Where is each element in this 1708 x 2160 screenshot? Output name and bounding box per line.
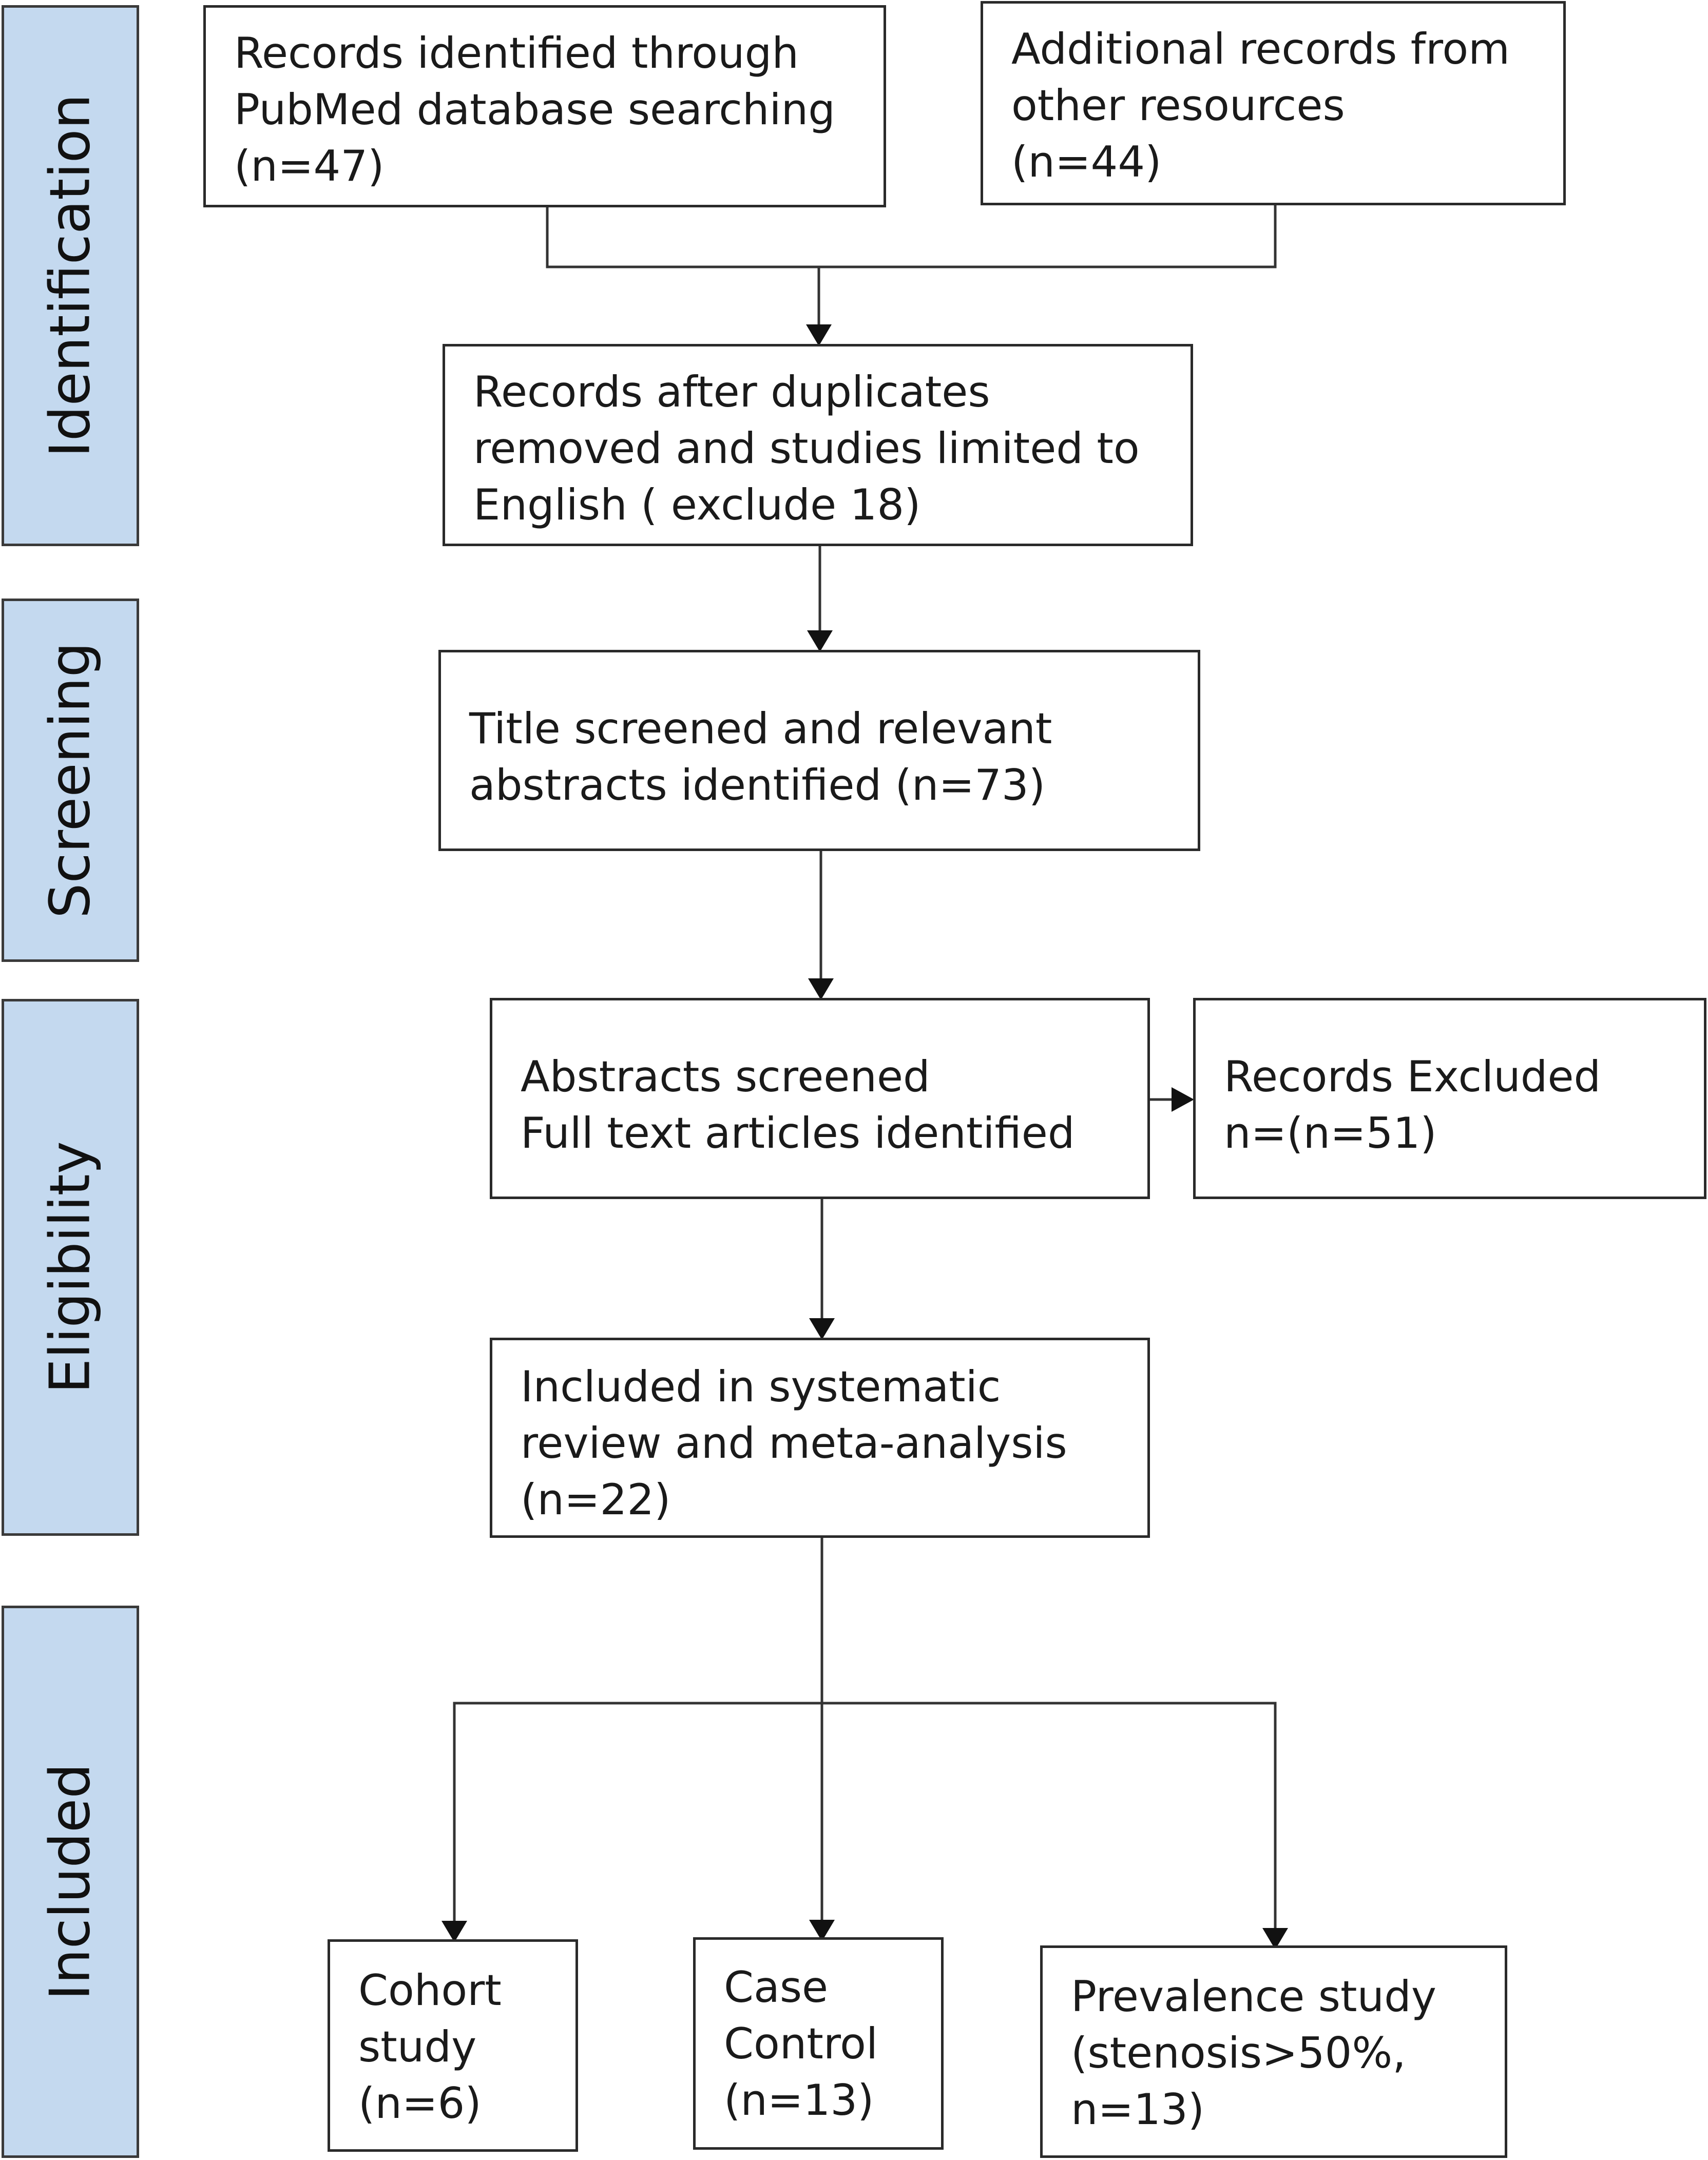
phase-screening: Screening [2,599,139,962]
additional-line-2: other resources [1011,81,1345,130]
box-pubmed-records: Records identified through PubMed databa… [203,5,886,207]
phase-identification-label: Identification [38,93,103,458]
cohort-line-2: study [358,2022,477,2072]
duplicates-line-2: removed and studies limited to [473,423,1140,473]
cohort-line-3: (n=6) [358,2078,482,2128]
included-review-line-2: review and meta-analysis [521,1418,1067,1468]
phase-included-label: Included [38,1763,103,2000]
abstracts-line-1: Abstracts screened [521,1052,930,1102]
title-screened-line-1: Title screened and relevant [469,704,1052,754]
case-control-line-1: Case [724,1962,829,2012]
included-review-line-3: (n=22) [521,1475,671,1525]
prevalence-line-1: Prevalence study [1071,1972,1436,2021]
excluded-line-1: Records Excluded [1224,1052,1601,1102]
additional-line-3: (n=44) [1011,137,1162,187]
abstracts-line-2: Full text articles identified [521,1108,1075,1158]
prevalence-line-3: n=13) [1071,2085,1205,2134]
box-included-review: Included in systematic review and meta-a… [490,1338,1150,1538]
duplicates-line-1: Records after duplicates [473,367,990,417]
pubmed-line-1: Records identified through [234,28,799,78]
case-control-line-2: Control [724,2019,878,2069]
box-additional-records: Additional records from other resources … [981,1,1566,205]
split-branch [453,1702,1277,1938]
box-records-excluded: Records Excluded n=(n=51) [1193,998,1706,1199]
additional-line-1: Additional records from [1011,24,1510,74]
title-screened-line-2: abstracts identified (n=73) [469,760,1046,810]
pubmed-line-2: PubMed database searching [234,85,835,134]
prevalence-line-2: (stenosis>50%, [1071,2028,1406,2078]
duplicates-line-3: English ( exclude 18) [473,480,921,530]
included-review-line-1: Included in systematic [521,1362,1001,1412]
box-title-screened: Title screened and relevant abstracts id… [438,650,1200,851]
box-case-control: Case Control (n=13) [693,1937,944,2150]
case-control-line-3: (n=13) [724,2075,874,2125]
box-prevalence-study: Prevalence study (stenosis>50%, n=13) [1040,1945,1507,2158]
phase-eligibility: Eligibility [2,999,139,1536]
pubmed-line-3: (n=47) [234,141,385,191]
box-after-duplicates: Records after duplicates removed and stu… [443,344,1193,546]
phase-eligibility-label: Eligibility [38,1141,103,1394]
box-cohort-study: Cohort study (n=6) [328,1939,578,2152]
box-abstracts-screened: Abstracts screened Full text articles id… [490,998,1150,1199]
cohort-line-1: Cohort [358,1965,502,2015]
excluded-line-2: n=(n=51) [1224,1108,1437,1158]
phase-identification: Identification [2,5,139,546]
phase-screening-label: Screening [38,642,103,919]
phase-included: Included [2,1606,139,2158]
merge-connector [546,204,1277,268]
